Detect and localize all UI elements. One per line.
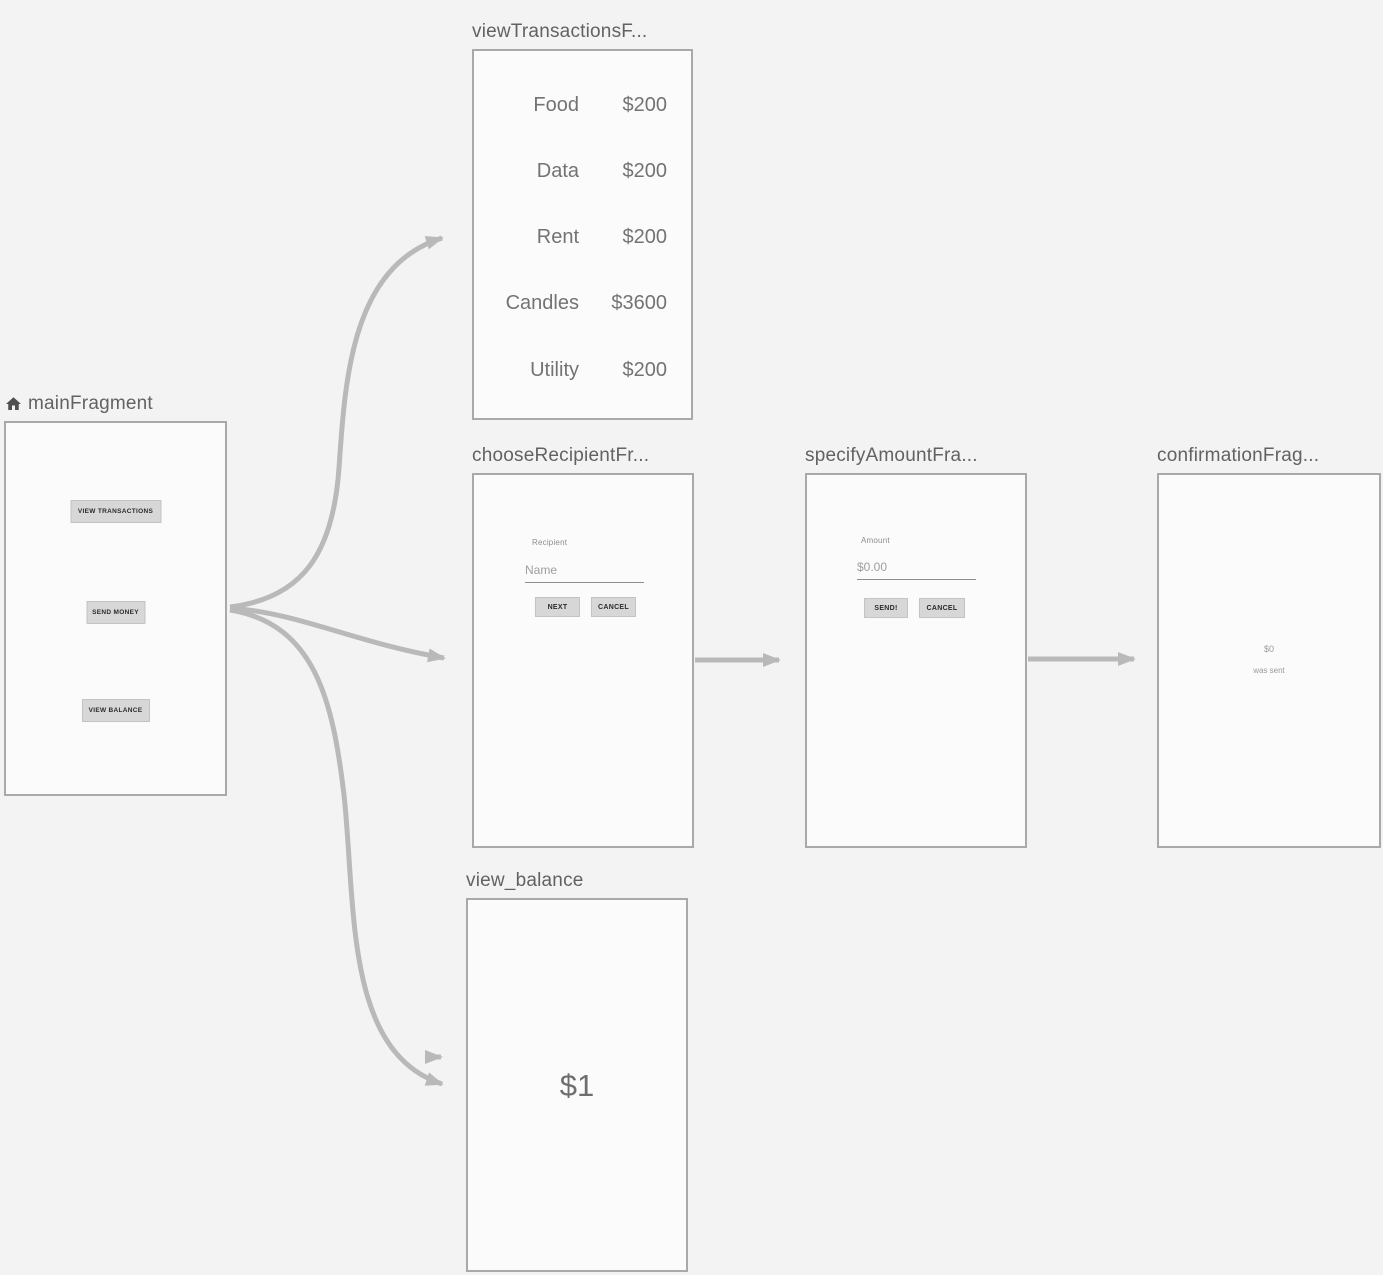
fragment-main-title: mainFragment (28, 393, 153, 414)
send-money-button: SEND MONEY (86, 601, 145, 624)
home-icon (6, 397, 21, 410)
fragment-choose-recipient-header[interactable]: chooseRecipientFr... (472, 445, 649, 467)
fragment-view-transactions-preview[interactable]: Food $200 Data $200 Rent $200 Candles $3… (472, 49, 693, 420)
amount-input: $0.00 (857, 560, 888, 574)
fragment-view-balance-preview[interactable]: $1 (466, 898, 688, 1272)
amount-field-label: Amount (861, 536, 890, 545)
table-row: Utility $200 (474, 359, 691, 385)
recipient-name-input: Name (525, 563, 558, 577)
fragment-view-balance-title: view_balance (466, 870, 584, 891)
amount-input-underline (857, 579, 976, 580)
transaction-amount: $3600 (611, 292, 667, 314)
table-row: Data $200 (474, 160, 691, 186)
transaction-category: Candles (505, 292, 579, 314)
send-button: SEND! (864, 598, 908, 618)
fragment-specify-amount[interactable]: specifyAmountFra... Amount $0.00 SEND! C… (805, 445, 1027, 848)
fragment-view-transactions-title: viewTransactionsF... (472, 21, 648, 42)
transaction-amount: $200 (622, 160, 668, 182)
view-transactions-button: VIEW TRANSACTIONS (70, 500, 161, 523)
fragment-specify-amount-preview[interactable]: Amount $0.00 SEND! CANCEL (805, 473, 1027, 848)
fragment-main-preview[interactable]: VIEW TRANSACTIONS SEND MONEY VIEW BALANC… (4, 421, 227, 796)
action-main-to-view-transactions[interactable] (229, 235, 444, 610)
transaction-category: Utility (530, 359, 579, 381)
transaction-category: Data (536, 160, 579, 182)
fragment-choose-recipient-preview[interactable]: Recipient Name NEXT CANCEL (472, 473, 694, 848)
next-button: NEXT (535, 597, 580, 617)
transaction-amount: $200 (622, 94, 668, 116)
fragment-main-header[interactable]: mainFragment (4, 393, 153, 415)
view-balance-button: VIEW BALANCE (81, 699, 150, 722)
fragment-confirmation-header[interactable]: confirmationFrag... (1157, 445, 1319, 467)
fragment-specify-amount-title: specifyAmountFra... (805, 445, 978, 466)
transaction-amount: $200 (622, 359, 668, 381)
confirmation-amount-text: $0 (1263, 644, 1274, 654)
transaction-category: Rent (536, 226, 579, 248)
transaction-amount: $200 (622, 226, 668, 248)
recipient-field-label: Recipient (532, 538, 568, 547)
fragment-view-transactions[interactable]: viewTransactionsF... Food $200 Data $200… (472, 21, 693, 420)
action-main-to-choose-recipient[interactable] (229, 605, 446, 663)
balance-amount-text: $1 (559, 1068, 595, 1103)
table-row: Rent $200 (474, 226, 691, 252)
recipient-input-underline (525, 582, 644, 583)
table-row: Candles $3600 (474, 292, 691, 318)
confirmation-message-text: was sent (1253, 666, 1285, 675)
fragment-confirmation-title: confirmationFrag... (1157, 445, 1320, 466)
cancel-button: CANCEL (919, 598, 965, 618)
fragment-confirmation-preview[interactable]: $0 was sent (1157, 473, 1381, 848)
cancel-button: CANCEL (591, 597, 636, 617)
fragment-view-transactions-header[interactable]: viewTransactionsF... (472, 21, 647, 43)
fragment-confirmation[interactable]: confirmationFrag... $0 was sent (1157, 445, 1381, 848)
fragment-specify-amount-header[interactable]: specifyAmountFra... (805, 445, 978, 467)
table-row: Food $200 (474, 94, 691, 120)
transaction-category: Food (533, 94, 579, 116)
fragment-choose-recipient[interactable]: chooseRecipientFr... Recipient Name NEXT… (472, 445, 694, 848)
fragment-view-balance[interactable]: view_balance $1 (466, 870, 688, 1272)
fragment-main[interactable]: mainFragment VIEW TRANSACTIONS SEND MONE… (4, 393, 227, 796)
action-main-to-view-balance[interactable] (229, 607, 444, 1087)
fragment-view-balance-header[interactable]: view_balance (466, 870, 584, 892)
fragment-choose-recipient-title: chooseRecipientFr... (472, 445, 650, 466)
